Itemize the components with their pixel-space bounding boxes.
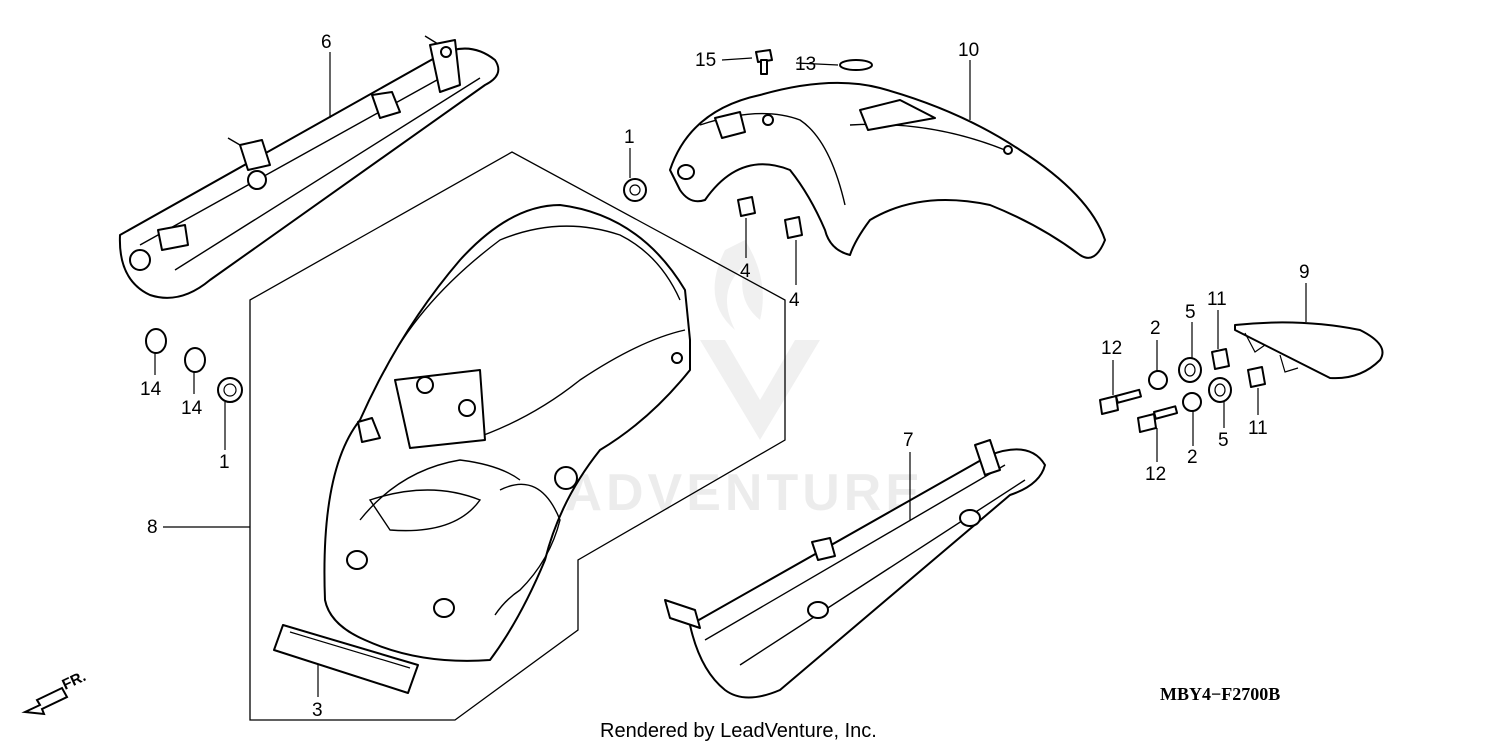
right-fender-stay-icon [664, 439, 1046, 699]
grommet-icon [217, 178, 647, 403]
callout-9: 9 [1299, 262, 1310, 283]
callout-8: 8 [147, 517, 158, 538]
front-arrow-icon [21, 686, 69, 716]
collar-icon [1148, 370, 1202, 412]
screw-icon [755, 49, 773, 75]
callout-3: 3 [312, 700, 323, 721]
callout-11-lower: 11 [1248, 418, 1268, 439]
washer-icon [839, 59, 873, 71]
callout-12-lower: 12 [1145, 464, 1166, 485]
fender-trim-cover-icon [1234, 321, 1384, 380]
callout-2-lower: 2 [1187, 447, 1198, 468]
clip-nut-icon [737, 196, 803, 239]
rear-fender-icon [323, 204, 691, 662]
callout-2-upper: 2 [1150, 318, 1161, 339]
o-ring-icon [145, 328, 206, 373]
callout-5-upper: 5 [1185, 302, 1196, 323]
rubber-bushing-icon [1178, 357, 1232, 403]
reflector-icon [273, 624, 419, 694]
callout-4-left: 4 [740, 261, 751, 282]
fr-label: FR. [60, 668, 89, 694]
left-fender-stay-icon [118, 35, 500, 299]
callout-14-left: 14 [140, 379, 162, 400]
callout-6: 6 [321, 32, 332, 53]
drawing-code: MBY4−F2700B [1160, 684, 1280, 704]
front-fender-icon [669, 81, 1106, 259]
leader-lines [154, 52, 1307, 697]
callout-12-upper: 12 [1101, 338, 1122, 359]
callout-1-lower: 1 [219, 452, 230, 473]
callout-10: 10 [958, 40, 979, 61]
u-nut-icon [1211, 348, 1266, 388]
callout-7: 7 [903, 430, 914, 451]
callout-13: 13 [795, 54, 816, 75]
callout-5-lower: 5 [1218, 430, 1229, 451]
callout-1-upper: 1 [624, 127, 635, 148]
callout-4-right: 4 [789, 290, 800, 311]
callout-11-upper: 11 [1207, 289, 1227, 310]
front-direction-indicator: FR. [21, 668, 89, 716]
assembly-bracket [249, 151, 786, 721]
callout-14-right: 14 [181, 398, 203, 419]
credit-line: Rendered by LeadVenture, Inc. [600, 720, 877, 742]
callout-15: 15 [695, 50, 716, 71]
callout-labels: 6 1 10 13 15 4 4 14 14 1 8 3 7 9 12 2 5 … [140, 32, 1310, 721]
flange-bolt-icon [1099, 388, 1179, 433]
